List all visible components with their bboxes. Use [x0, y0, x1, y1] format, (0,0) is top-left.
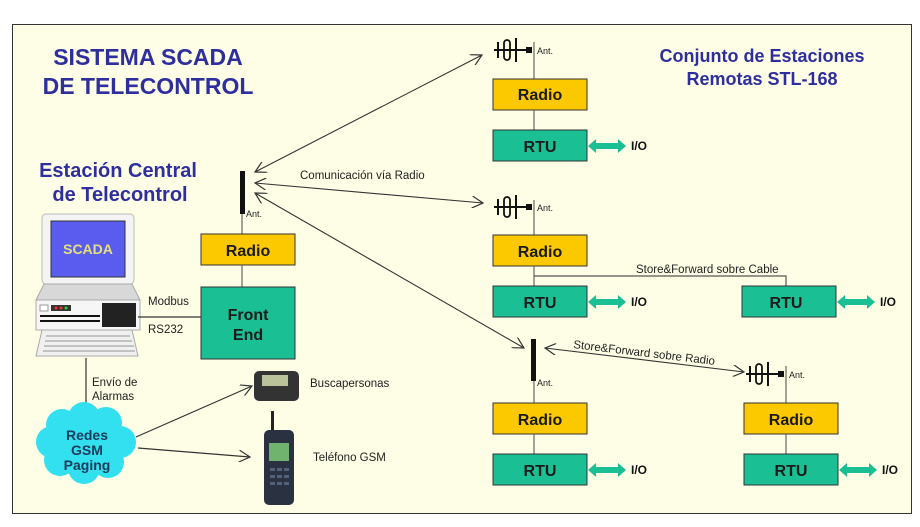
- scada-screen-label: SCADA: [63, 241, 113, 257]
- station-2-rtu-label: RTU: [524, 295, 557, 312]
- station-5-rtu-label: RTU: [775, 463, 808, 480]
- station-2-antenna-label: Ant.: [537, 203, 553, 213]
- station-5-antenna-icon: [745, 361, 785, 387]
- cloud-label-line1: Redes: [66, 427, 108, 443]
- station-1-antenna-label: Ant.: [537, 46, 553, 56]
- station-1-rtu-label: RTU: [524, 139, 557, 156]
- station-5-io-label: I/O: [882, 463, 898, 477]
- station-3-rtu-box: [741, 285, 837, 318]
- front-end-label-line1: Front: [228, 307, 270, 324]
- station-1-antenna-icon: [493, 37, 533, 63]
- radio-link-station-2: [255, 183, 483, 203]
- station-1-rtu-box: [492, 129, 588, 162]
- radio-comm-label: Comunicación vía Radio: [300, 170, 425, 182]
- remote-stations-title-line1: Conjunto de Estaciones: [659, 46, 864, 66]
- station-4-io-label: I/O: [631, 463, 647, 477]
- rs232-label: RS232: [148, 324, 183, 336]
- central-station-title-line2: de Telecontrol: [52, 184, 187, 206]
- front-end-label-line2: End: [233, 327, 263, 344]
- station-4-antenna-icon: [531, 339, 536, 381]
- station-4-io-arrow-icon: [588, 463, 626, 477]
- station-4-radio-label: Radio: [518, 412, 563, 429]
- remote-stations-title-line2: Remotas STL-168: [686, 69, 837, 89]
- main-title-line2: DE TELECONTROL: [43, 73, 254, 99]
- station-2-io-arrow-icon: [588, 295, 626, 309]
- station-1-io-label: I/O: [631, 139, 647, 153]
- gsm-paging-cloud-icon: [36, 402, 136, 484]
- store-forward-radio-link: [545, 348, 744, 372]
- station-3-io-arrow-icon: [837, 295, 875, 309]
- station-4-rtu-box: [492, 453, 588, 486]
- cloud-label-line2: GSM: [71, 442, 103, 458]
- central-antenna-label: Ant.: [246, 209, 262, 219]
- gsm-phone-icon: [264, 411, 294, 505]
- station-5-rtu-box: [743, 453, 839, 486]
- station-1-radio-box: [492, 78, 588, 111]
- station-4-antenna-label: Ant.: [537, 378, 553, 388]
- station-2-radio-label: Radio: [518, 244, 563, 261]
- radio-link-station-3: [255, 193, 524, 348]
- station-1-radio-label: Radio: [518, 87, 563, 104]
- central-antenna-icon: [240, 171, 245, 214]
- cloud-label-line3: Paging: [64, 457, 111, 473]
- phone-label: Teléfono GSM: [313, 452, 386, 464]
- station-2-antenna-icon: [493, 194, 533, 220]
- station-2-radio-box: [492, 234, 588, 267]
- station-1-io-arrow-icon: [588, 139, 626, 153]
- alarm-label-line2: Alarmas: [92, 391, 134, 403]
- station-2-io-label: I/O: [631, 295, 647, 309]
- alarm-label-line1: Envío de: [92, 377, 137, 389]
- store-forward-radio-label: Store&Forward sobre Radio: [573, 339, 716, 368]
- scada-computer-icon: SCADA: [35, 213, 141, 357]
- station-5-antenna-label: Ant.: [789, 370, 805, 380]
- modbus-label: Modbus: [148, 296, 189, 308]
- main-title-line1: SISTEMA SCADA: [53, 44, 243, 70]
- station-5-radio-box: [743, 402, 839, 435]
- store-forward-cable-link: [534, 275, 787, 286]
- station-5-io-arrow-icon: [839, 463, 877, 477]
- pager-label: Buscapersonas: [310, 378, 390, 390]
- central-station-title-line1: Estación Central: [39, 160, 197, 182]
- store-forward-cable-label: Store&Forward sobre Cable: [636, 264, 779, 276]
- radio-link-station-1: [255, 55, 482, 172]
- station-4-rtu-label: RTU: [524, 463, 557, 480]
- station-2-rtu-box: [492, 285, 588, 318]
- station-5-radio-label: Radio: [769, 412, 814, 429]
- station-4-radio-box: [492, 402, 588, 435]
- station-3-rtu-label: RTU: [770, 295, 803, 312]
- station-3-io-label: I/O: [880, 295, 896, 309]
- pager-icon: [254, 371, 299, 401]
- central-radio-label: Radio: [226, 243, 271, 260]
